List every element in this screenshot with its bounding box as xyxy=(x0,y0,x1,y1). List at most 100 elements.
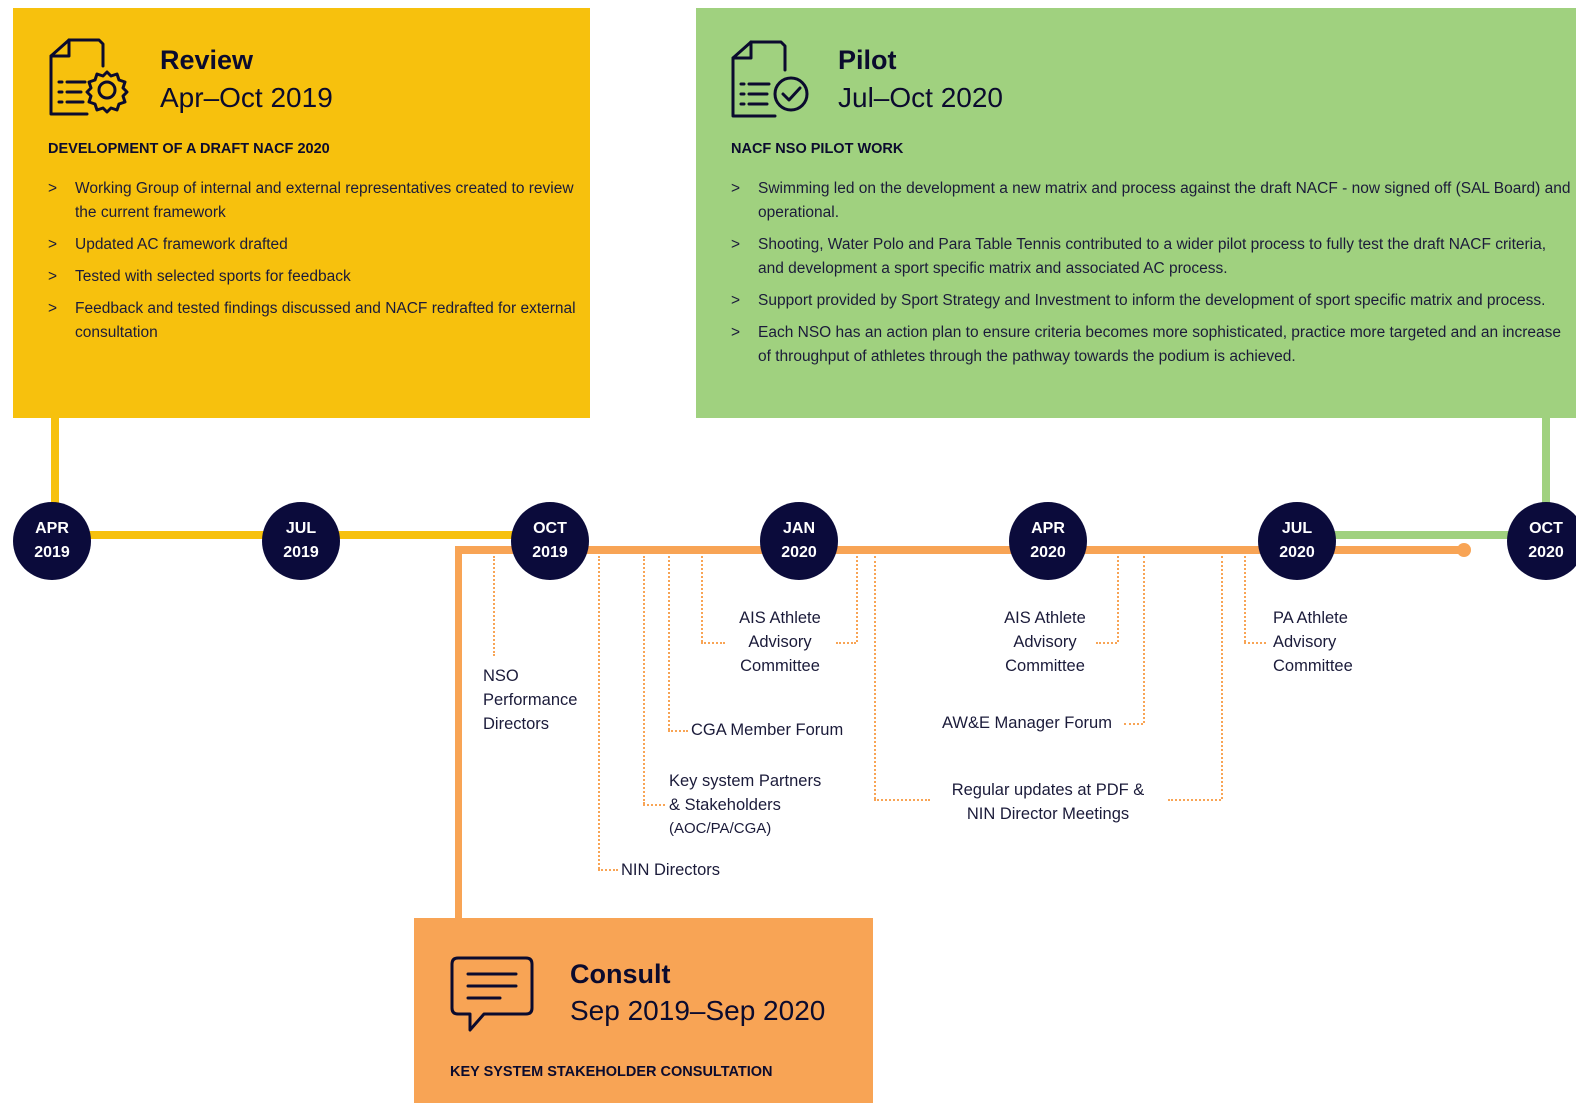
connector xyxy=(874,556,876,799)
consult-end-dot xyxy=(1457,543,1471,557)
list-item: > Updated AC framework drafted xyxy=(48,233,578,257)
list-item: > Each NSO has an action plan to ensure c… xyxy=(731,321,1571,369)
connector xyxy=(1143,556,1145,723)
consult-subheading: KEY SYSTEM STAKEHOLDER CONSULTATION xyxy=(450,1064,773,1080)
timeline-node-oct-2020: OCT 2020 xyxy=(1507,502,1576,580)
node-year: 2020 xyxy=(1528,544,1564,561)
label-line: Advisory xyxy=(748,633,812,651)
bullet-marker: > xyxy=(48,300,58,317)
timeline-node-jan-2020: JAN 2020 xyxy=(760,502,838,580)
bullet-marker: > xyxy=(48,268,58,285)
bullet-text: Tested with selected sports for feedback xyxy=(75,268,351,285)
nin-directors-label: NIN Directors xyxy=(621,858,720,882)
label-line: PA Athlete xyxy=(1273,609,1348,627)
node-month: JAN xyxy=(782,520,815,537)
timeline-node-apr-2019: APR 2019 xyxy=(13,502,91,580)
pilot-title: Pilot xyxy=(838,45,897,75)
connector xyxy=(874,799,930,801)
timeline-node-jul-2020: JUL 2020 xyxy=(1258,502,1336,580)
consult-connector xyxy=(455,546,462,918)
label-line: Committee xyxy=(740,657,820,675)
pilot-connector xyxy=(1542,418,1550,518)
pilot-dates: Jul–Oct 2020 xyxy=(838,82,1003,113)
node-month: OCT xyxy=(1529,520,1563,537)
key-system-partners-label: Key system Partners & Stakeholders (AOC/… xyxy=(669,769,821,841)
label-line: Regular updates at PDF & xyxy=(951,781,1145,799)
bullet-text: Swimming led on the development a new ma… xyxy=(758,180,1571,221)
connector xyxy=(493,556,495,656)
consult-timeline-line xyxy=(455,546,1465,554)
bullet-marker: > xyxy=(731,324,741,341)
label-line: Advisory xyxy=(1013,633,1077,651)
label-line: Committee xyxy=(1005,657,1085,675)
bullet-text: Feedback and tested findings discussed a… xyxy=(75,300,576,341)
label-line: NIN Directors xyxy=(621,861,721,879)
pilot-subheading: NACF NSO PILOT WORK xyxy=(731,141,904,157)
review-bullet-list: > Working Group of internal and external … xyxy=(48,177,578,353)
timeline-node-oct-2019: OCT 2019 xyxy=(511,502,589,580)
review-dates: Apr–Oct 2019 xyxy=(160,82,333,113)
label-line: Advisory xyxy=(1273,633,1337,651)
awe-manager-forum-label: AW&E Manager Forum xyxy=(942,711,1112,735)
timeline-node-jul-2019: JUL 2019 xyxy=(262,502,340,580)
label-line: & Stakeholders xyxy=(669,796,781,814)
cga-member-forum-label: CGA Member Forum xyxy=(691,718,843,742)
bullet-marker: > xyxy=(731,292,741,309)
consult-title: Consult xyxy=(570,959,671,989)
ais-athlete-committee-label-2: AIS Athlete Advisory Committee xyxy=(995,606,1095,678)
node-month: OCT xyxy=(533,520,567,537)
label-line: (AOC/PA/CGA) xyxy=(669,820,772,837)
bullet-text: Each NSO has an action plan to ensure cr… xyxy=(758,324,1561,365)
pilot-panel: Pilot Jul–Oct 2020 NACF NSO PILOT WORK >… xyxy=(696,8,1576,418)
label-line: AIS Athlete xyxy=(1004,609,1086,627)
connector xyxy=(1244,556,1246,642)
connector xyxy=(1244,642,1266,644)
node-year: 2020 xyxy=(781,544,817,561)
bullet-text: Working Group of internal and external r… xyxy=(75,180,574,221)
connector xyxy=(836,642,856,644)
pilot-timeline-line xyxy=(1297,531,1549,539)
list-item: > Working Group of internal and external … xyxy=(48,177,578,225)
pa-athlete-committee-label: PA Athlete Advisory Committee xyxy=(1273,606,1353,678)
speech-bubble-icon xyxy=(450,956,534,1032)
connector xyxy=(701,556,703,642)
node-month: APR xyxy=(35,520,69,537)
node-month: JUL xyxy=(1281,520,1313,537)
bullet-text: Updated AC framework drafted xyxy=(75,236,288,253)
node-month: JUL xyxy=(285,520,317,537)
connector xyxy=(598,869,618,871)
node-year: 2019 xyxy=(34,544,70,561)
connector xyxy=(1168,799,1221,801)
connector xyxy=(643,804,665,806)
bullet-marker: > xyxy=(48,236,58,253)
list-item: >Support provided by Sport Strategy and … xyxy=(731,289,1571,313)
ais-athlete-committee-label-1: AIS Athlete Advisory Committee xyxy=(730,606,830,678)
connector xyxy=(598,556,600,869)
bullet-marker: > xyxy=(731,236,741,253)
label-line: Committee xyxy=(1273,657,1353,675)
review-title: Review xyxy=(160,45,254,75)
list-item: > Tested with selected sports for feedbac… xyxy=(48,265,578,289)
review-panel: Review Apr–Oct 2019 DEVELOPMENT OF A DRA… xyxy=(13,8,590,418)
connector xyxy=(1221,556,1223,799)
label-line: AW&E Manager Forum xyxy=(942,714,1112,732)
list-item: > Feedback and tested findings discussed … xyxy=(48,297,578,345)
label-line: NSO xyxy=(483,667,519,685)
connector xyxy=(1096,642,1117,644)
label-line: NIN Director Meetings xyxy=(966,805,1130,823)
bullet-marker: > xyxy=(731,180,741,197)
label-line: AIS Athlete xyxy=(739,609,821,627)
connector xyxy=(856,556,858,642)
node-year: 2019 xyxy=(283,544,319,561)
regular-updates-label: Regular updates at PDF & NIN Director Me… xyxy=(933,778,1163,826)
list-item: >Shooting, Water Polo and Para Table Ten… xyxy=(731,233,1571,281)
pilot-bullet-list: > Swimming led on the development a new m… xyxy=(731,177,1571,377)
consult-panel: Consult Sep 2019–Sep 2020 KEY SYSTEM STA… xyxy=(414,918,873,1103)
bullet-marker: > xyxy=(48,180,58,197)
node-year: 2019 xyxy=(532,544,568,561)
label-line: Performance xyxy=(483,691,578,709)
node-year: 2020 xyxy=(1279,544,1315,561)
connector xyxy=(668,556,670,730)
connector xyxy=(1117,556,1119,642)
